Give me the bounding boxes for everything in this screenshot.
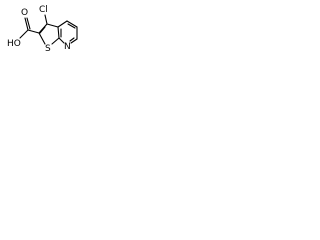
bond-c2-s — [38, 32, 46, 45]
bond-c6-n — [70, 38, 78, 44]
bond-c4-c5 — [66, 20, 78, 28]
bonds — [19, 14, 78, 45]
bond-ccooh-o-double — [26, 17, 31, 30]
bond-n-c7a — [58, 37, 65, 44]
bond-s-c7a — [51, 37, 60, 45]
atom-label-oxygen: O — [21, 8, 28, 18]
bond-c2-ccooh — [27, 29, 40, 34]
atom-label-sulfur: S — [45, 44, 51, 54]
bond-c7a-c3a — [57, 26, 60, 39]
atom-label-chlorine: Cl — [39, 5, 48, 15]
atom-labels: Cl O HO S N — [7, 5, 71, 54]
bond-c3a-c4 — [57, 20, 68, 28]
bond-ccooh-oh — [19, 29, 29, 39]
bond-c4-c5-double — [67, 23, 76, 29]
atom-label-hydroxyl: HO — [7, 39, 21, 49]
bond-c3a-c3 — [46, 23, 59, 28]
molecule-diagram: Cl O HO S N — [7, 5, 78, 54]
chemical-structure-canvas: Cl O HO S N — [0, 0, 113, 69]
bond-ccooh-o — [24, 17, 29, 31]
bond-c6-n-double — [69, 37, 75, 42]
bond-c3-c2-double — [39, 26, 46, 34]
bond-c3-c2 — [38, 23, 48, 34]
atom-label-nitrogen: N — [64, 42, 71, 52]
bond-cl-c3 — [44, 14, 48, 25]
